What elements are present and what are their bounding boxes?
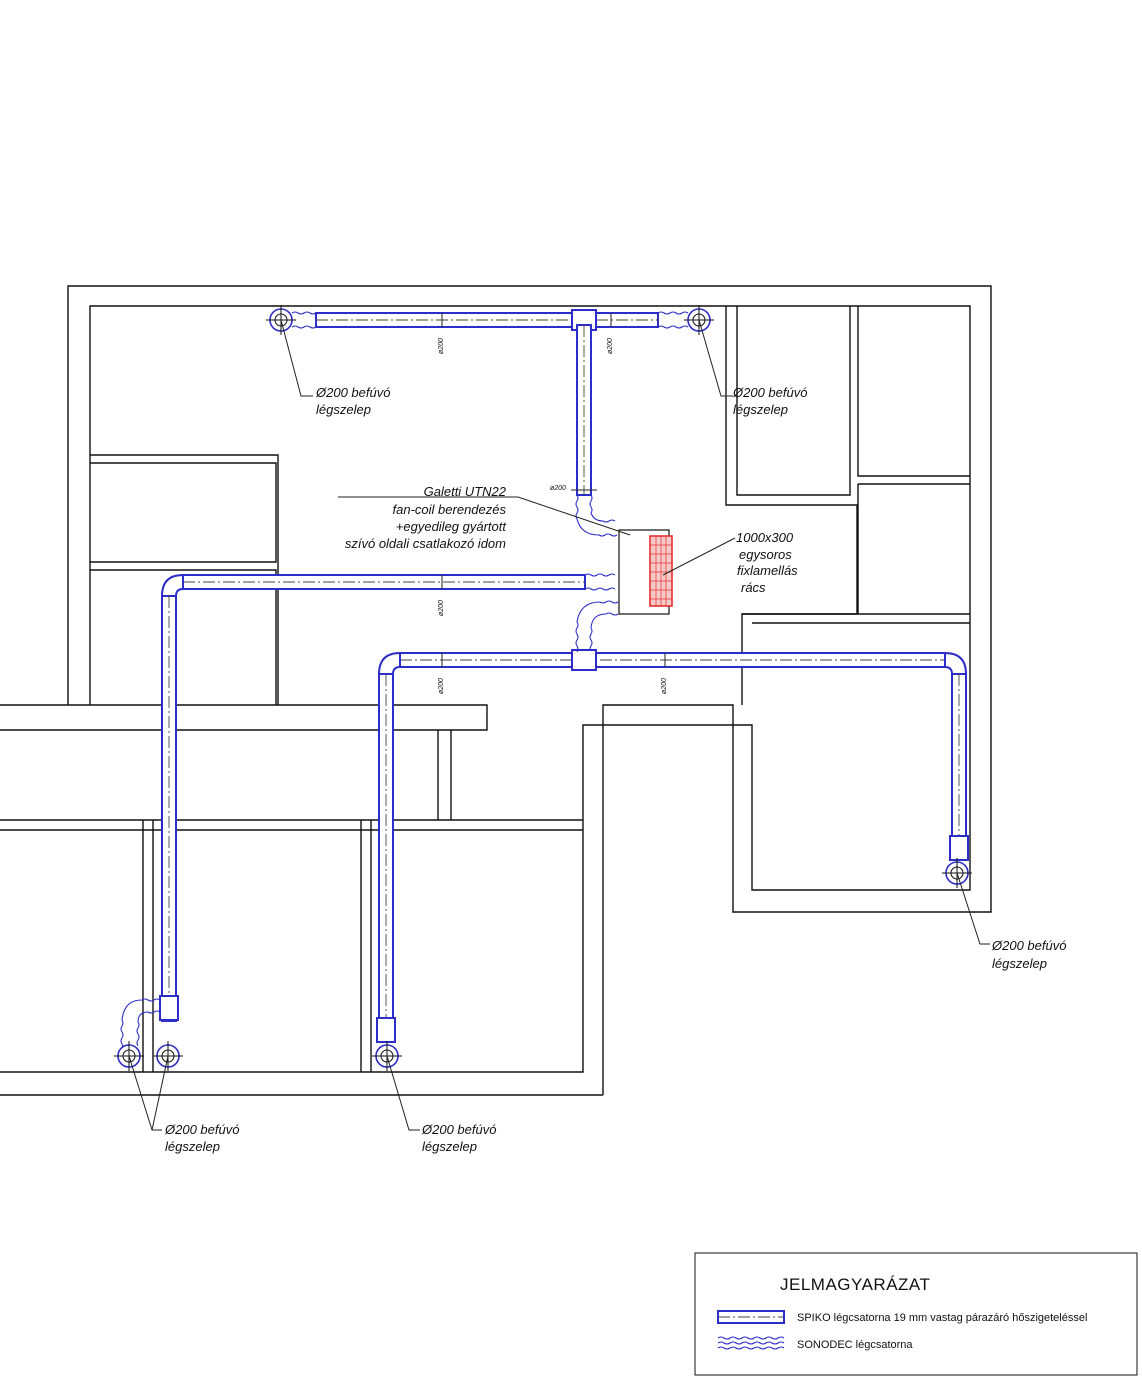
fancoil-label-line1: Galetti UTN22 xyxy=(424,484,507,499)
diffuser-label-line1: Ø200 befúvó xyxy=(732,385,807,400)
dimension-label: ø200 xyxy=(438,338,445,354)
grille-label-line4: rács xyxy=(741,580,766,595)
walls xyxy=(0,285,992,1096)
diffuser-label-line2: légszelep xyxy=(422,1139,477,1154)
fancoil-label-line3: +egyedileg gyártott xyxy=(396,519,508,534)
fancoil-label-line4: szívó oldali csatlakozó idom xyxy=(345,536,506,551)
legend-title: JELMAGYARÁZAT xyxy=(780,1275,930,1294)
fancoil-label-line2: fan-coil berendezés xyxy=(393,502,507,517)
diffuser-label-line2: légszelep xyxy=(733,402,788,417)
diffuser-label-line1: Ø200 befúvó xyxy=(991,938,1066,953)
dimension-label: ø200 xyxy=(661,678,668,694)
dimension-label: ø200 xyxy=(607,338,614,354)
spiko-duct-symbol xyxy=(717,1310,785,1324)
elbow-middle-left xyxy=(160,573,184,597)
sonodec-duct-symbol xyxy=(717,1336,785,1350)
grille-label-line3: fixlamellás xyxy=(737,563,798,578)
diffuser-label-line2: légszelep xyxy=(165,1139,220,1154)
diffuser-label-line1: Ø200 befúvó xyxy=(315,385,390,400)
diffuser-label-line2: légszelep xyxy=(316,402,371,417)
lower-tee xyxy=(571,649,597,671)
grille-label: 1000x300 egysoros fixlamellás rács xyxy=(736,530,798,595)
sonodec-ducts xyxy=(120,311,689,1051)
grille-label-line1: 1000x300 xyxy=(736,530,794,545)
grille-icon xyxy=(649,535,673,607)
diffuser-labels: Ø200 befúvó légszelep Ø200 befúvó légsze… xyxy=(164,385,1066,1154)
diffuser-label-line1: Ø200 befúvó xyxy=(421,1122,496,1137)
legend-item-sonodec: SONODEC légcsatorna xyxy=(797,1339,913,1351)
diffusers xyxy=(114,305,972,1071)
diffuser-label-line2: légszelep xyxy=(992,956,1047,971)
fancoil-label: Galetti UTN22 fan-coil berendezés +egyed… xyxy=(345,484,508,551)
dimension-label: ø200 xyxy=(550,485,566,492)
diffuser-label-line1: Ø200 befúvó xyxy=(164,1122,239,1137)
dimension-marks: ø200 ø200 ø200 ø200 ø200 ø200 xyxy=(438,313,668,694)
leader-lines xyxy=(128,319,990,1131)
legend: JELMAGYARÁZAT SPIKO légcsatorna 19 mm va… xyxy=(694,1252,1138,1376)
dimension-label: ø200 xyxy=(438,600,445,616)
legend-item-spiko: SPIKO légcsatorna 19 mm vastag párazáró … xyxy=(797,1312,1087,1324)
spiko-ducts xyxy=(159,309,969,1043)
dimension-label: ø200 xyxy=(438,678,445,694)
grille-label-line2: egysoros xyxy=(739,547,792,562)
